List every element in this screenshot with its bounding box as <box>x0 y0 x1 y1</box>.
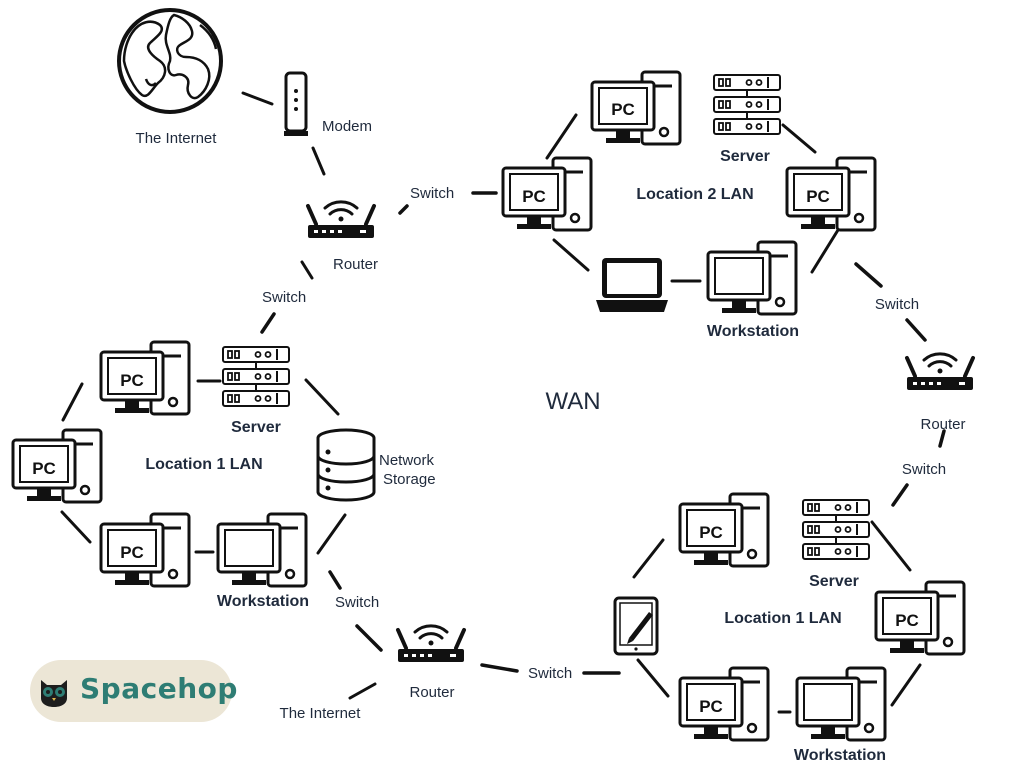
workstation-label: Workstation <box>217 593 309 610</box>
modem-icon <box>284 71 308 136</box>
pc-label: PC <box>522 187 546 206</box>
server-label: Server <box>720 148 770 165</box>
workstation-icon <box>216 512 308 588</box>
pc-icon <box>99 340 191 416</box>
workstation-label: Workstation <box>707 323 799 340</box>
pc-icon <box>11 428 103 504</box>
router-label: Router <box>920 416 965 433</box>
modem-label: Modem <box>322 118 372 135</box>
pc-icon <box>874 580 966 656</box>
network-storage-label-line2: Storage <box>383 471 436 488</box>
server-icon <box>222 346 290 407</box>
tablet-icon <box>613 596 659 656</box>
pc-icon <box>99 512 191 588</box>
server-label: Server <box>809 573 859 590</box>
internet-label: The Internet <box>136 130 218 147</box>
pc-label: PC <box>611 100 635 119</box>
server-icon <box>802 499 870 560</box>
lan-label: Location 1 LAN <box>145 456 262 473</box>
router-label: Router <box>409 684 454 701</box>
pc-icon <box>590 70 682 146</box>
router-label: Router <box>333 256 378 273</box>
network-storage-icon <box>316 428 376 502</box>
switch-label: Switch <box>902 461 946 478</box>
internet-label: The Internet <box>280 705 362 722</box>
switch-label: Switch <box>335 594 379 611</box>
lan-label: Location 2 LAN <box>636 186 753 203</box>
lan-label: Location 1 LAN <box>724 610 841 627</box>
switch-label: Switch <box>410 185 454 202</box>
globe-icon <box>117 8 223 114</box>
pc-labels: PC PC PC PC PC PC PC PC PC <box>32 100 919 716</box>
router-icon <box>306 199 376 240</box>
pc-label: PC <box>120 543 144 562</box>
switch-label: Switch <box>875 296 919 313</box>
network-storage-label-line1: Network <box>379 452 435 469</box>
pc-label: PC <box>806 187 830 206</box>
server-icon <box>713 74 781 135</box>
pc-icon <box>501 156 593 232</box>
wan-label: WAN <box>545 388 600 415</box>
workstation-icon <box>706 240 798 316</box>
server-label: Server <box>231 419 281 436</box>
router-icon <box>396 623 466 664</box>
pc-icon <box>785 156 877 232</box>
owl-logo-icon <box>41 680 67 707</box>
laptop-icon <box>596 258 668 312</box>
pc-label: PC <box>699 523 723 542</box>
pc-label: PC <box>699 697 723 716</box>
pc-icon <box>678 492 770 568</box>
pc-label: PC <box>895 611 919 630</box>
connection-lines <box>60 91 946 714</box>
workstation-label: Workstation <box>794 747 886 764</box>
brand-name: Spacehop <box>80 672 238 705</box>
pc-label: PC <box>120 371 144 390</box>
pc-label: PC <box>32 459 56 478</box>
switch-label: Switch <box>262 289 306 306</box>
workstation-icon <box>795 666 887 742</box>
switch-label: Switch <box>528 665 572 682</box>
router-icon <box>905 351 975 392</box>
pc-icon <box>678 666 770 742</box>
